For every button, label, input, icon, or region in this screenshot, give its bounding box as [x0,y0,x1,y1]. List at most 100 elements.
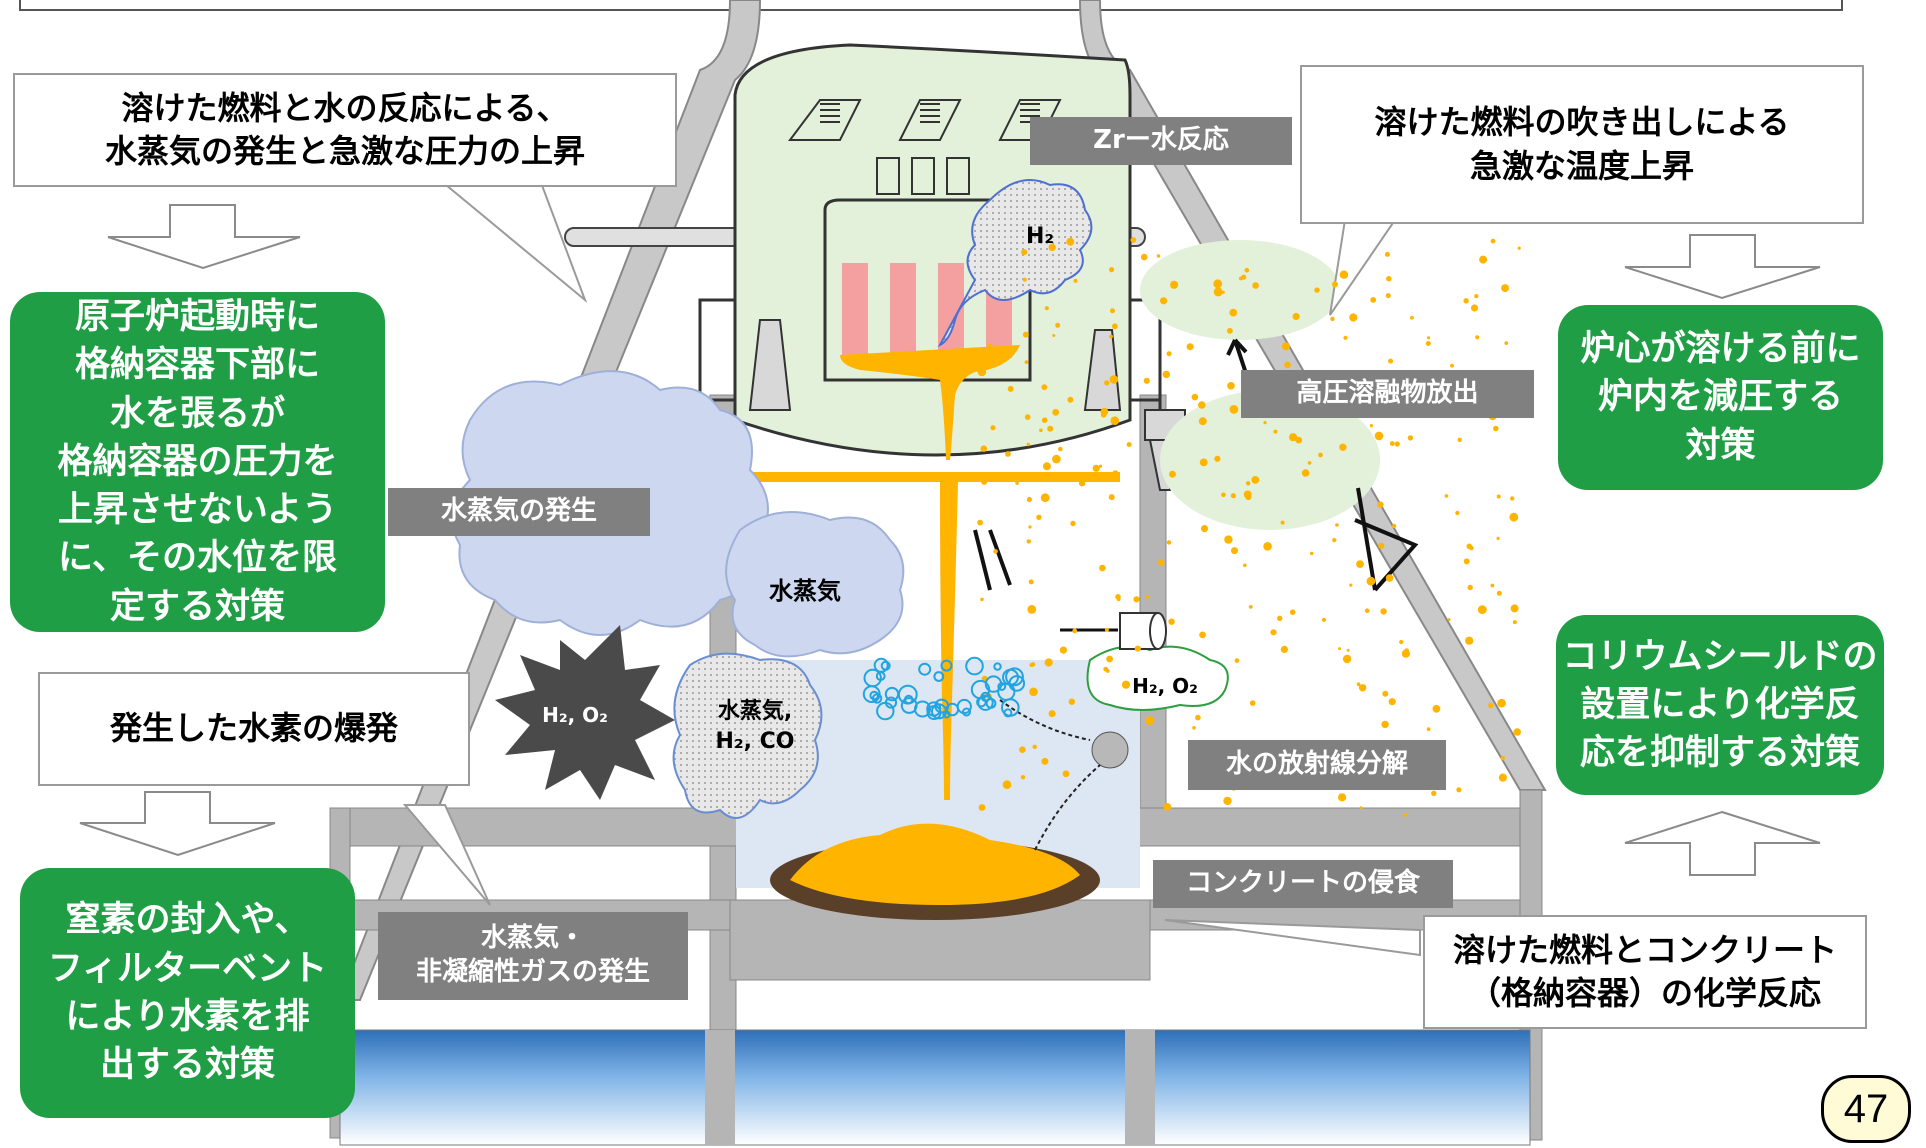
melt-droplet [1028,579,1034,585]
melt-droplet [1249,700,1256,706]
callout-pointers [402,179,1421,957]
countermeasure-depressurize-line2: 炉内を減圧する [1597,377,1843,418]
melt-droplet [1030,662,1036,667]
melt-droplet [1019,746,1026,753]
melt-droplet [1284,361,1291,369]
steam-bubble [1002,668,1019,686]
melt-droplet [1041,384,1048,390]
melt-droplet [1330,316,1335,322]
melt-droplet [1227,327,1233,334]
melt-droplet [1450,363,1454,368]
melt-droplet [1024,360,1029,364]
callout-hydrogen-explosion-text: 発生した水素の爆発 [109,709,398,748]
melt-droplet [1156,254,1161,258]
melt-droplet [980,597,984,602]
melt-droplet [1191,393,1199,401]
melt-droplet [1377,501,1384,508]
cylinder-device [1119,612,1167,650]
melt-droplet [1385,293,1391,299]
melt-droplet [1280,520,1285,525]
countermeasure-water-level-line7: 定する対策 [109,586,285,627]
melt-droplet [1044,658,1053,667]
melt-droplet [1501,284,1510,293]
melt-droplet [1389,441,1395,446]
melt-droplet [1426,727,1431,731]
melt-droplet [1052,334,1056,337]
melt-droplet [1108,494,1115,501]
melt-droplet [1263,542,1272,551]
melt-droplet [1510,604,1519,613]
countermeasure-nitrogen-vent-line3: により水素を排 [65,997,310,1037]
countermeasure-depressurize-line3: 対策 [1685,425,1756,466]
melt-droplet [1078,480,1086,487]
melt-droplet [1130,237,1137,243]
callout-temp-rise-line1: 溶けた燃料の吹き出しによる [1374,103,1790,142]
melt-droplet [1349,583,1353,587]
label-zr-water-reaction: Zrー水反応 [1030,117,1292,165]
melt-droplet [1512,620,1517,625]
label-radiolysis: 水の放射線分解 [1188,740,1446,790]
melt-droplet [1245,481,1251,486]
callout-hydrogen-explosion: 発生した水素の爆発 [38,672,470,786]
countermeasure-nitrogen-vent-line1: 窒素の封入や、 [65,900,310,941]
top-frame [19,0,1843,11]
melt-droplet [1386,276,1392,282]
melt-droplet [1289,433,1298,442]
callout-temp-rise: 溶けた燃料の吹き出しによる 急激な温度上昇 [1300,65,1864,224]
melt-droplet [1394,441,1400,447]
callout-steam-pressure-line2: 水蒸気の発生と急激な圧力の上昇 [104,132,585,170]
melt-droplet [1447,618,1451,622]
label-steam-generation: 水蒸気の発生 [388,488,650,536]
melt-droplet [1067,396,1074,403]
melt-droplet [1431,790,1437,796]
melt-droplet [1380,608,1387,615]
melt-droplet [1366,576,1376,586]
melt-droplet [1029,687,1038,697]
melt-droplet [1399,639,1404,645]
callout-concrete-reaction: 溶けた燃料とコンクリート （格納容器）の化学反応 [1423,915,1867,1029]
inner-label-h2: H₂ [1025,224,1055,249]
steam-bubble [1003,708,1013,718]
melt-droplet [1248,605,1253,609]
steam-bubble [940,659,953,672]
melt-droplet [1463,298,1469,304]
melt-droplet [1474,294,1479,299]
melt-droplet [1109,375,1119,384]
melt-droplet [1321,617,1327,622]
melt-droplet [1133,596,1140,603]
melt-droplet [1496,536,1500,541]
melt-droplet [1465,636,1474,645]
melt-droplet [1110,308,1115,314]
melt-droplet [1169,470,1176,478]
melt-droplet [1070,520,1076,527]
steam-bubbles [862,656,1026,721]
melt-droplet [1238,276,1243,281]
melt-droplet [1170,280,1179,289]
inner-label-steam-h2-co-line1: 水蒸気, [717,699,793,724]
melt-droplet [1469,545,1474,551]
melt-droplet [1145,595,1150,599]
melt-droplet [1027,605,1037,614]
melt-droplet [1109,334,1113,339]
melt-droplet [1055,322,1061,328]
melt-droplet [1042,462,1051,471]
melt-droplet [1343,335,1348,340]
melt-droplet [1281,342,1290,351]
melt-droplet [1310,551,1314,556]
melt-droplet [1028,525,1032,529]
melt-droplet [1356,682,1361,686]
inner-label-steam: 水蒸気 [769,577,841,605]
explosion-burst [495,625,675,800]
melt-droplet [1022,277,1027,282]
melt-droplet [1199,458,1208,467]
melt-droplet [1477,605,1487,614]
melt-droplet [1092,464,1100,472]
melt-droplet [1457,437,1462,442]
melt-droplet [1145,716,1155,726]
melt-droplet [1143,377,1150,384]
melt-droplet [1407,435,1414,441]
melt-droplet [1036,514,1042,520]
melt-droplet [1358,684,1367,692]
melt-droplet [1200,525,1209,533]
melt-droplet [1470,304,1479,312]
